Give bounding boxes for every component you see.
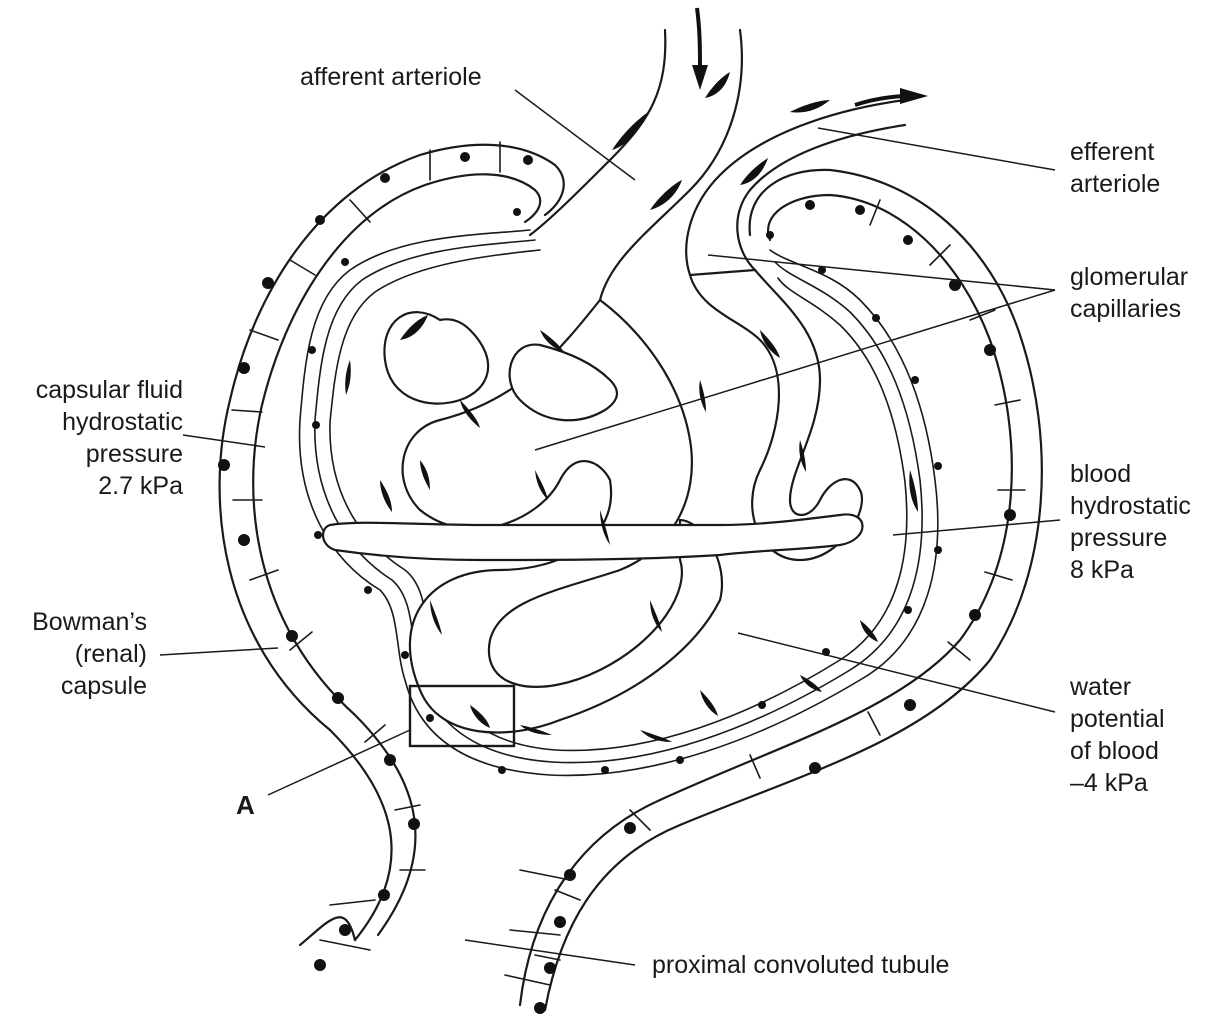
label-water-potential-line1: water xyxy=(1069,673,1131,701)
label-capsular-pressure-line1: capsular fluid xyxy=(36,376,183,404)
label-blood-pressure-line3: pressure xyxy=(1070,524,1167,552)
label-efferent-arteriole-line2: arteriole xyxy=(1070,170,1160,198)
label-bowmans-capsule-line3: capsule xyxy=(61,672,147,700)
blood-flow-arrows xyxy=(692,8,928,105)
efferent-arteriole xyxy=(686,100,905,275)
label-proximal-tubule: proximal convoluted tubule xyxy=(652,951,949,979)
label-blood-pressure-line4: 8 kPa xyxy=(1070,556,1134,584)
label-capsular-pressure-line2: hydrostatic xyxy=(62,408,183,436)
label-afferent-arteriole: afferent arteriole xyxy=(300,63,482,91)
label-glomerular-capillaries-line2: capillaries xyxy=(1070,295,1181,323)
afferent-arteriole xyxy=(530,30,742,300)
label-water-potential-line2: potential xyxy=(1070,705,1165,733)
label-glomerular-capillaries-line1: glomerular xyxy=(1070,263,1188,291)
glomerular-capillaries xyxy=(323,270,918,742)
label-capsular-pressure-line3: pressure xyxy=(86,440,183,468)
down-arrow-icon xyxy=(692,65,708,90)
label-capsular-pressure-line4: 2.7 kPa xyxy=(98,472,183,500)
label-bowmans-capsule-line2: (renal) xyxy=(75,640,147,668)
label-blood-pressure-line1: blood xyxy=(1070,460,1131,488)
label-water-potential-line3: of blood xyxy=(1070,737,1159,765)
label-point-a: A xyxy=(236,790,255,820)
label-bowmans-capsule-line1: Bowman’s xyxy=(32,608,147,636)
right-arrow-icon xyxy=(900,88,928,104)
bowmans-capsule-outer-wall xyxy=(220,145,1042,1010)
label-blood-pressure-line2: hydrostatic xyxy=(1070,492,1191,520)
label-efferent-arteriole-line1: efferent xyxy=(1070,138,1154,166)
label-water-potential-line4: –4 kPa xyxy=(1070,769,1148,797)
